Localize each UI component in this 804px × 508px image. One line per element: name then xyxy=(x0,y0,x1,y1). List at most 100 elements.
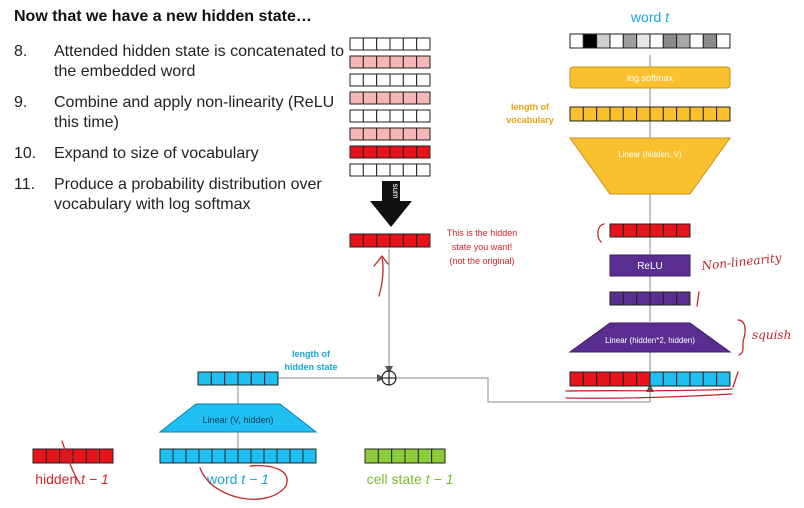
linear-hidden-v-label: Linear (hidden, V) xyxy=(618,150,682,159)
vector-cell xyxy=(569,33,584,49)
length-hidden-line-2: hidden state xyxy=(284,362,337,372)
sum-label: sum xyxy=(391,183,400,198)
vector-cell xyxy=(362,163,378,177)
vector-cell xyxy=(389,233,404,248)
step-text: Combine and apply non-linearity (ReLU th… xyxy=(54,94,335,131)
hidden-note-line-2: state you want! xyxy=(452,242,513,252)
vector-cell xyxy=(402,73,418,87)
cell-prev-label: cell state t − 1 xyxy=(367,471,454,487)
vector-cell xyxy=(609,33,624,49)
sum-arrow: sum xyxy=(370,181,412,227)
vector-cell xyxy=(431,448,446,464)
vector-cell xyxy=(349,109,364,123)
step-text: Produce a probability distribution over … xyxy=(54,176,322,213)
vector-cell xyxy=(349,163,364,177)
vector-cell xyxy=(211,448,226,464)
length-hidden-line-1: length of xyxy=(292,349,331,359)
vector-cell xyxy=(596,371,611,387)
vector-cell xyxy=(689,371,704,387)
hidden-prev-vector xyxy=(32,448,114,464)
relu-label: ReLU xyxy=(637,261,663,272)
vector-cell xyxy=(362,233,378,248)
vector-cell xyxy=(376,37,391,51)
step-text: Expand to size of vocabulary xyxy=(54,145,259,162)
cross-out-mark xyxy=(61,440,81,485)
vector-cell xyxy=(364,448,379,464)
bracket-top xyxy=(597,223,605,243)
squish-note: squish xyxy=(752,328,791,342)
vector-cell xyxy=(402,91,418,105)
step-number: 8. xyxy=(14,43,28,60)
vector-cell xyxy=(636,223,651,238)
step-item: 10. Expand to size of vocabulary xyxy=(14,144,344,164)
vector-cell xyxy=(349,73,364,87)
new-hidden-state-vector xyxy=(349,233,431,248)
vector-cell xyxy=(349,55,364,69)
vector-cell xyxy=(376,73,391,87)
vector-cell xyxy=(402,127,418,141)
cell-state-prev-vector xyxy=(364,448,446,464)
length-vocab-line-2: vocabulary xyxy=(506,115,554,125)
attention-weighted-rows xyxy=(349,37,431,177)
vector-cell xyxy=(224,448,239,464)
vector-cell xyxy=(349,91,364,105)
vector-cell xyxy=(702,106,718,122)
vector-cell xyxy=(250,371,266,386)
vector-cell xyxy=(596,33,611,49)
linear-v-hidden-block: Linear (V, hidden) xyxy=(158,403,318,433)
vector-cell xyxy=(185,448,200,464)
output-distribution-vector xyxy=(569,33,731,49)
linear-v-hidden-label: Linear (V, hidden) xyxy=(203,415,274,425)
vector-cell xyxy=(59,448,74,464)
vector-cell xyxy=(389,109,404,123)
vector-cell xyxy=(689,33,704,49)
vector-cell xyxy=(622,33,638,49)
vector-cell xyxy=(237,448,252,464)
vector-cell xyxy=(716,106,731,122)
vector-cell xyxy=(416,163,431,177)
handwritten-annotations xyxy=(55,223,746,500)
vector-cell xyxy=(159,448,174,464)
vector-cell xyxy=(662,33,678,49)
hidden-prev-label: hidden t − 1 xyxy=(35,471,109,487)
underline-1 xyxy=(565,388,733,392)
vector-cell xyxy=(716,33,731,49)
vector-cell xyxy=(362,127,378,141)
vector-cell xyxy=(582,106,598,122)
word-prev-label: word t − 1 xyxy=(206,471,269,487)
step-item: 9. Combine and apply non-linearity (ReLU… xyxy=(14,93,344,133)
vector-cell xyxy=(636,33,651,49)
nonlinearity-note: Non-linearity xyxy=(700,251,783,273)
vector-cell xyxy=(417,448,433,464)
vector-cell xyxy=(198,448,213,464)
vector-cell xyxy=(172,448,187,464)
vector-cell xyxy=(716,371,731,387)
vector-cell xyxy=(362,109,378,123)
vector-cell xyxy=(402,109,418,123)
step-number: 10. xyxy=(14,145,37,162)
vector-cell xyxy=(376,163,391,177)
vector-cell xyxy=(389,145,404,159)
vector-cell xyxy=(237,371,252,386)
vector-cell xyxy=(416,233,431,248)
vector-cell xyxy=(649,371,664,387)
vector-cell xyxy=(609,106,624,122)
vector-cell xyxy=(662,371,678,387)
vector-cell xyxy=(389,55,404,69)
vector-cell xyxy=(622,371,638,387)
tick-2 xyxy=(732,371,739,388)
vector-cell xyxy=(99,448,114,464)
vector-cell xyxy=(276,448,291,464)
relu-block: ReLU xyxy=(609,254,691,277)
vector-cell xyxy=(224,371,239,386)
linear-hidden-v-block: Linear (hidden, V) xyxy=(569,137,731,195)
vector-cell xyxy=(389,73,404,87)
embedded-word-vector xyxy=(197,371,279,386)
length-vocab-label: length of vocabulary xyxy=(506,102,554,125)
vector-cell xyxy=(402,145,418,159)
vector-cell xyxy=(389,37,404,51)
underline-2 xyxy=(565,393,733,399)
vector-cell xyxy=(569,371,584,387)
vector-cell xyxy=(649,291,664,306)
